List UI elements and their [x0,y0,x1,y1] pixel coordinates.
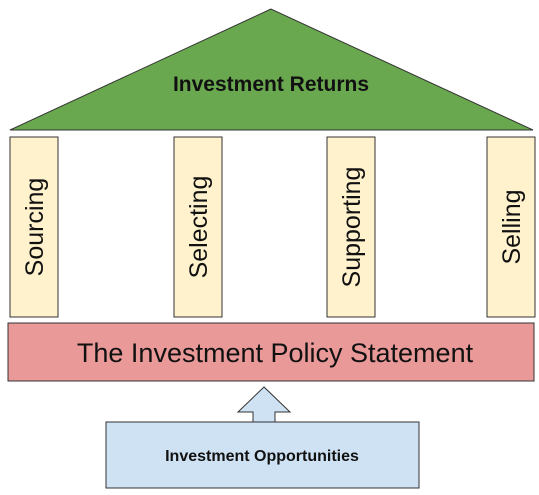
roof: Investment Returns [9,8,534,131]
pillar-supporting: Supporting [326,136,376,318]
input-label: Investment Opportunities [165,448,359,465]
roof-triangle [9,8,534,131]
input-box-rect [105,421,420,489]
foundation-box [7,322,535,382]
pillar-box [9,136,59,318]
pillar-sourcing: Sourcing [9,136,59,318]
pillar-label: Selling [498,189,526,264]
pillar-box [486,136,536,318]
pillar-label: Selecting [185,176,213,279]
pillars: Sourcing Selecting Supporting Selling [9,136,536,318]
pillar-box [326,136,376,318]
pillar-label: Supporting [338,167,366,288]
foundation: The Investment Policy Statement [7,322,535,382]
pillar-selling: Selling [486,136,536,318]
foundation-label: The Investment Policy Statement [77,338,474,368]
input-box: Investment Opportunities [105,421,420,489]
up-arrow [236,386,292,423]
pillar-selecting: Selecting [173,136,223,318]
roof-label: Investment Returns [173,73,369,96]
pillar-label: Sourcing [21,178,49,277]
pillar-box [173,136,223,318]
